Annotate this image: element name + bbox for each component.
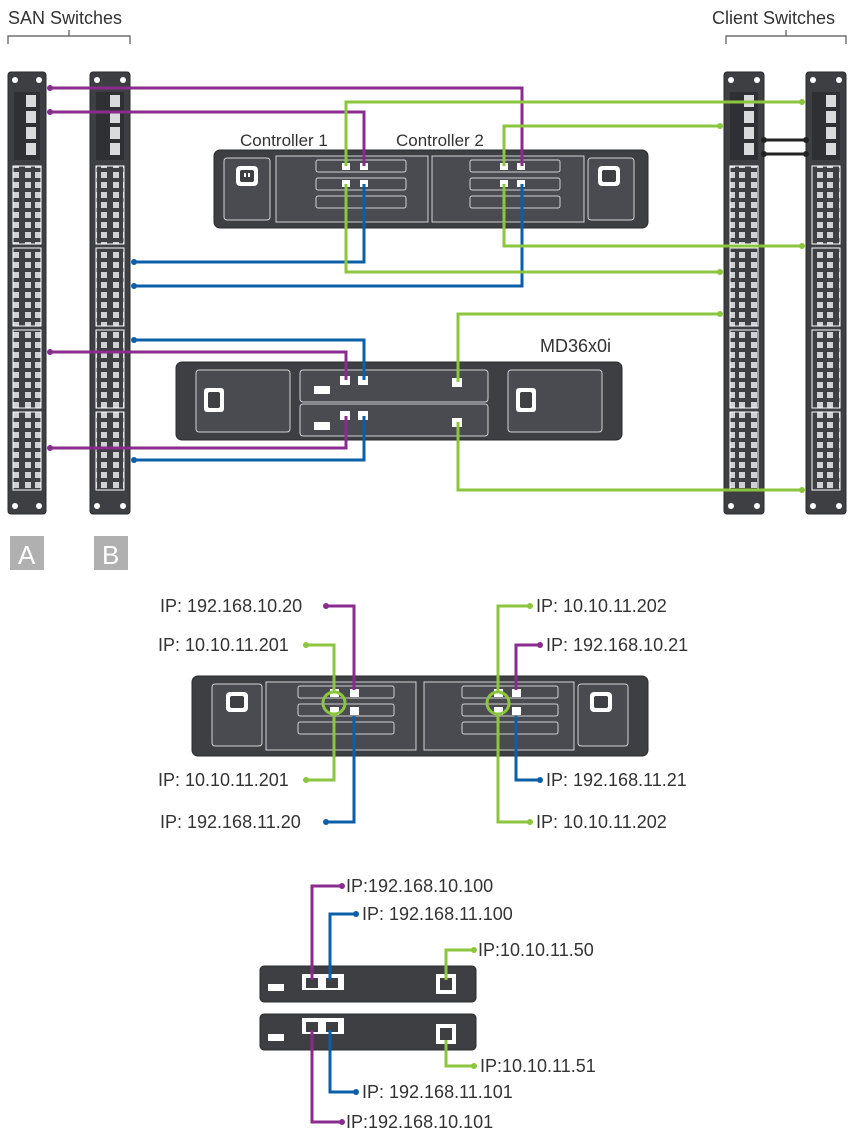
client-switch-2 [805,71,847,515]
client-switches-bracket [725,30,847,44]
cable-green-3 [502,184,802,248]
switch-b-badge: B [94,536,128,570]
ip-array-top-green: IP:10.10.11.50 [478,940,594,960]
controller-1-label: Controller 1 [240,131,328,150]
md36x0i-array [175,361,623,441]
ip-c1-top-purple: IP: 192.168.10.20 [160,596,302,616]
cable-green-1 [344,100,802,166]
array-controller-bottom [259,1013,477,1051]
ip-c1-top-green: IP: 10.10.11.201 [158,635,289,655]
cable-purple-3 [50,350,348,380]
client-switch-1 [723,71,765,515]
array-ip-dots [339,883,477,1125]
cable-green-6 [456,422,802,492]
cable-purple-4 [50,416,348,450]
array-ip-cables [310,884,474,1124]
ip-array-bottom-green: IP:10.10.11.51 [480,1056,596,1076]
switch-a-badge-label: A [18,540,36,570]
ip-c1-bottom-green: IP: 10.10.11.201 [158,770,289,790]
top-cables [50,86,802,492]
client-switches-label: Client Switches [712,8,835,28]
san-switch-b [89,71,131,515]
controller-ip-dots [303,603,543,825]
ip-c2-bottom-green: IP: 10.10.11.202 [536,812,667,832]
cable-green-2 [502,124,720,166]
cable-green-5 [456,312,720,382]
controller-enclosure [213,149,649,229]
controller-enclosure-detail [191,675,649,757]
ip-c1-bottom-blue: IP: 192.168.11.20 [160,812,301,832]
san-switches-bracket [7,30,131,44]
ip-c2-top-purple: IP: 192.168.10.21 [546,635,688,655]
array-label: MD36x0i [540,336,611,356]
cable-blue-2 [134,184,524,288]
cable-purple-2 [50,110,366,166]
top-cable-dots [47,85,805,493]
switch-b-badge-label: B [102,540,119,570]
controller-ip-cables [306,604,540,824]
ip-c2-top-green: IP: 10.10.11.202 [536,596,667,616]
cable-green-4 [344,184,720,274]
ip-array-top-purple: IP:192.168.10.100 [346,876,493,896]
san-switches-label: SAN Switches [8,8,122,28]
ip-array-bottom-purple: IP:192.168.10.101 [346,1112,493,1132]
ip-array-bottom-blue: IP: 192.168.11.101 [362,1082,513,1102]
client-stack-cables [761,137,809,157]
cable-blue-3 [134,338,366,380]
array-controller-top [259,965,477,1003]
cable-blue-1 [134,184,366,264]
ip-c2-bottom-blue: IP: 192.168.11.21 [546,770,687,790]
switch-a-badge: A [10,536,44,570]
controller-2-label: Controller 2 [396,131,484,150]
cable-blue-4 [134,416,366,462]
power-socket-icon [236,166,258,186]
ip-array-top-blue: IP: 192.168.11.100 [362,904,513,924]
san-switch-a [7,71,47,515]
cable-purple-1 [50,86,524,166]
